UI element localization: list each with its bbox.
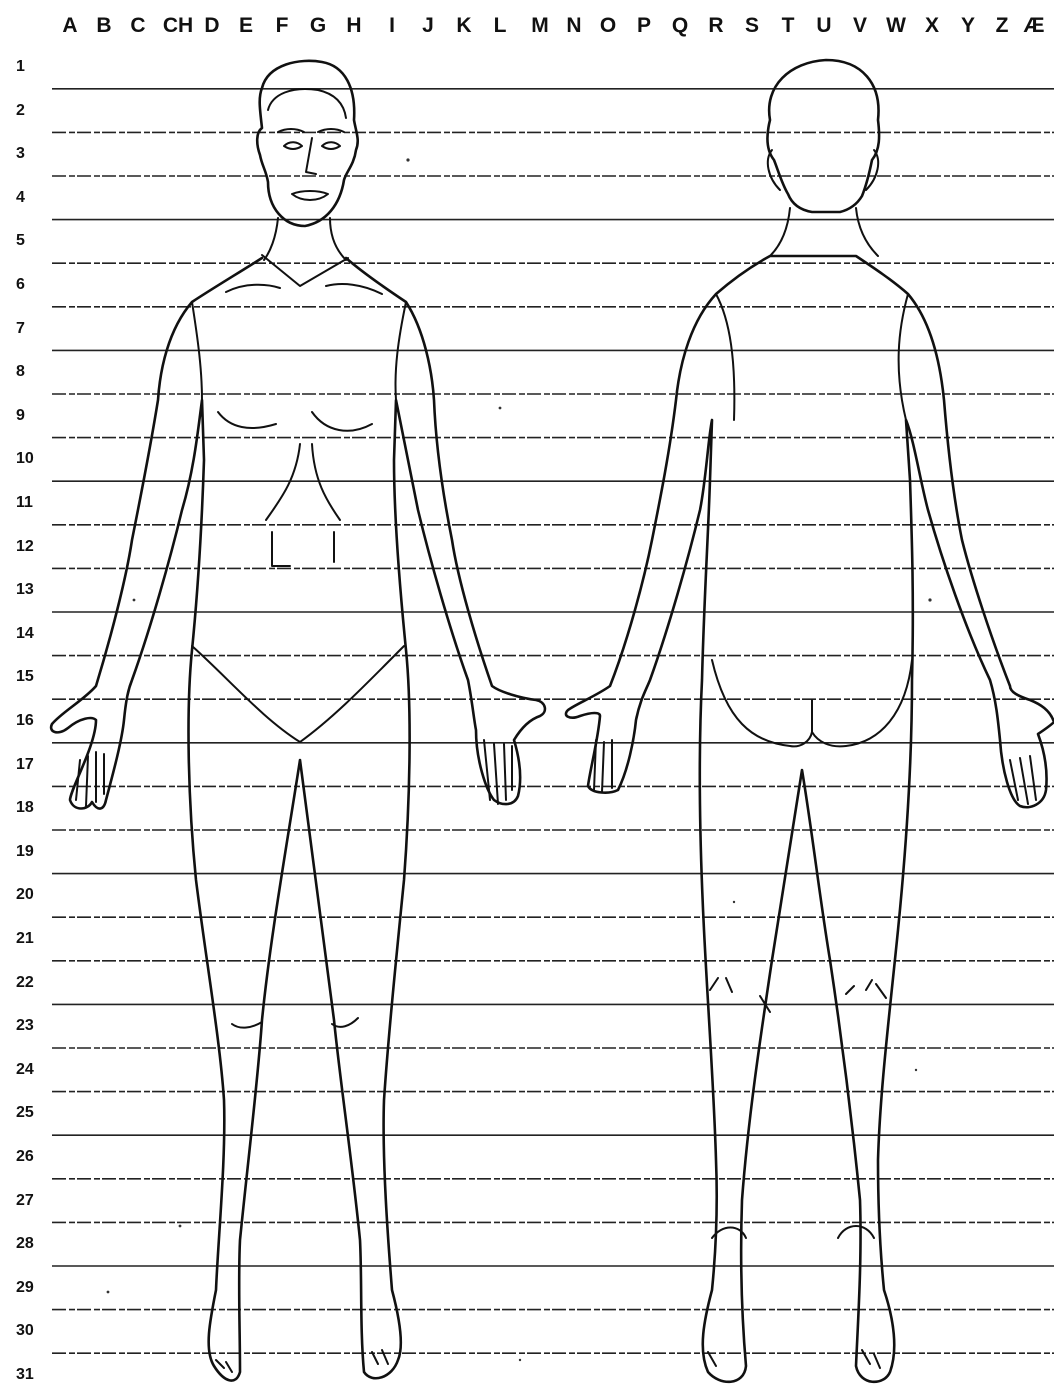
row-label: 3	[16, 145, 25, 163]
front-left-hand-fingers	[76, 752, 104, 806]
row-label: 8	[16, 363, 25, 381]
front-mouth	[292, 191, 328, 200]
column-label: U	[816, 14, 831, 38]
column-label: L	[494, 14, 507, 38]
row-label: 22	[16, 974, 34, 992]
column-label: Æ	[1024, 14, 1045, 38]
row-label: 14	[16, 625, 34, 643]
row-label: 16	[16, 712, 34, 730]
column-label: T	[782, 14, 795, 38]
column-label: Y	[961, 14, 975, 38]
row-label: 28	[16, 1235, 34, 1253]
column-label: K	[456, 14, 471, 38]
column-label: CH	[163, 14, 193, 38]
row-label: 4	[16, 189, 25, 207]
back-view-figure	[566, 60, 1054, 1382]
row-label: 30	[16, 1322, 34, 1340]
front-nose	[306, 138, 316, 174]
column-label: G	[310, 14, 326, 38]
row-label: 31	[16, 1366, 34, 1384]
row-grid-lines	[52, 89, 1054, 1353]
column-label: D	[204, 14, 219, 38]
column-label: V	[853, 14, 867, 38]
back-buttocks	[712, 660, 912, 746]
front-neck	[264, 218, 346, 260]
front-head-outline	[257, 61, 357, 226]
row-label: 29	[16, 1279, 34, 1297]
column-label: Z	[996, 14, 1009, 38]
column-label: C	[130, 14, 145, 38]
front-eyebrows	[278, 129, 344, 132]
column-label: N	[566, 14, 581, 38]
row-label: 20	[16, 886, 34, 904]
back-knees	[710, 978, 886, 1012]
column-label: M	[531, 14, 549, 38]
back-head-outline	[767, 60, 879, 212]
column-label: F	[276, 14, 289, 38]
row-label: 9	[16, 407, 25, 425]
row-label: 19	[16, 843, 34, 861]
back-left-hand-fingers	[594, 740, 612, 792]
row-label: 6	[16, 276, 25, 294]
row-label: 21	[16, 930, 34, 948]
row-label: 13	[16, 581, 34, 599]
front-body-outline	[51, 258, 545, 1381]
column-label: X	[925, 14, 939, 38]
column-label: R	[708, 14, 723, 38]
row-label: 24	[16, 1061, 34, 1079]
front-clavicles	[226, 284, 382, 294]
front-abdomen	[272, 532, 334, 566]
row-label: 27	[16, 1192, 34, 1210]
back-heels	[712, 1226, 874, 1238]
column-label: B	[96, 14, 111, 38]
front-briefs	[192, 646, 404, 742]
row-label: 11	[16, 494, 33, 512]
column-label: Q	[672, 14, 688, 38]
column-label: S	[745, 14, 759, 38]
row-label: 12	[16, 538, 34, 556]
column-label: E	[239, 14, 253, 38]
back-body-outline	[566, 256, 1054, 1382]
row-label: 25	[16, 1104, 34, 1122]
row-label: 17	[16, 756, 34, 774]
front-neckline	[262, 255, 348, 286]
row-label: 10	[16, 450, 34, 468]
row-label: 5	[16, 232, 25, 250]
column-label: H	[346, 14, 361, 38]
back-neck	[770, 208, 878, 256]
row-label: 7	[16, 320, 25, 338]
front-right-hand-fingers	[484, 740, 512, 804]
row-label: 23	[16, 1017, 34, 1035]
row-label: 18	[16, 799, 34, 817]
column-label: I	[389, 14, 395, 38]
back-shoulder-blades	[716, 294, 908, 420]
column-label: A	[62, 14, 77, 38]
row-label: 26	[16, 1148, 34, 1166]
row-label: 2	[16, 102, 25, 120]
front-view-figure	[51, 61, 545, 1381]
front-knees	[232, 1018, 358, 1028]
row-label: 15	[16, 668, 34, 686]
column-label: J	[422, 14, 434, 38]
front-hairline	[268, 89, 346, 118]
column-label: W	[886, 14, 906, 38]
column-label: P	[637, 14, 651, 38]
front-pectorals	[218, 412, 372, 431]
row-label: 1	[16, 58, 25, 76]
column-label: O	[600, 14, 616, 38]
